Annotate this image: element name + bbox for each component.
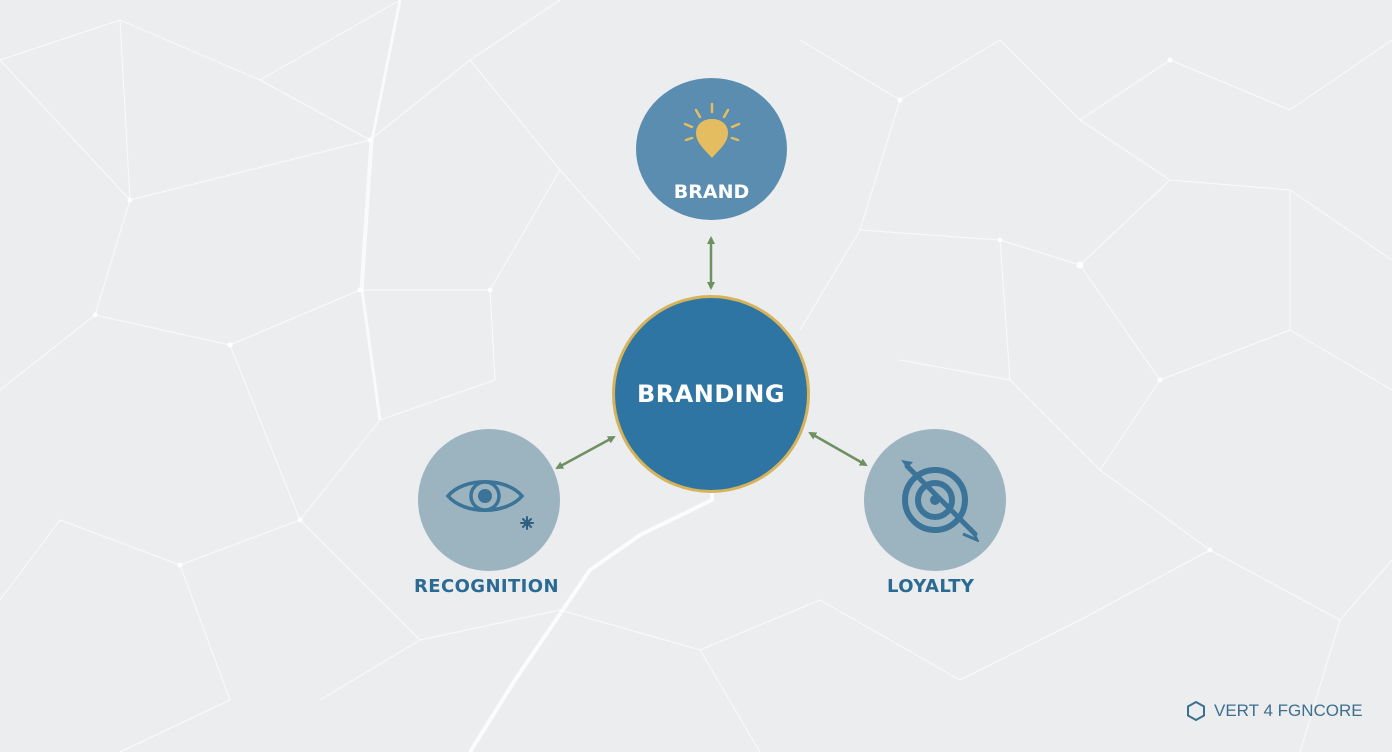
branding-center-node: BRANDING: [612, 295, 810, 493]
connector-loyalty: [808, 431, 868, 467]
brand-node: BRAND: [636, 78, 787, 220]
eye-icon: [445, 480, 534, 530]
recognition-label: RECOGNITION: [414, 576, 559, 597]
branding-label: BRANDING: [636, 380, 786, 408]
loyalty-label: LOYALTY: [887, 576, 975, 597]
lightbulb-icon: [683, 102, 741, 158]
connector-recognition: [555, 435, 616, 470]
loyalty-node: [864, 429, 1006, 571]
hexagon-icon: [1187, 700, 1205, 722]
recognition-node: [418, 429, 560, 571]
footer-logo-text: VERT 4 FGNCORE: [1214, 701, 1363, 720]
footer-logo: VERT 4 FGNCORE: [1186, 700, 1363, 722]
brand-label: BRAND: [673, 181, 750, 203]
target-icon: [901, 460, 979, 542]
